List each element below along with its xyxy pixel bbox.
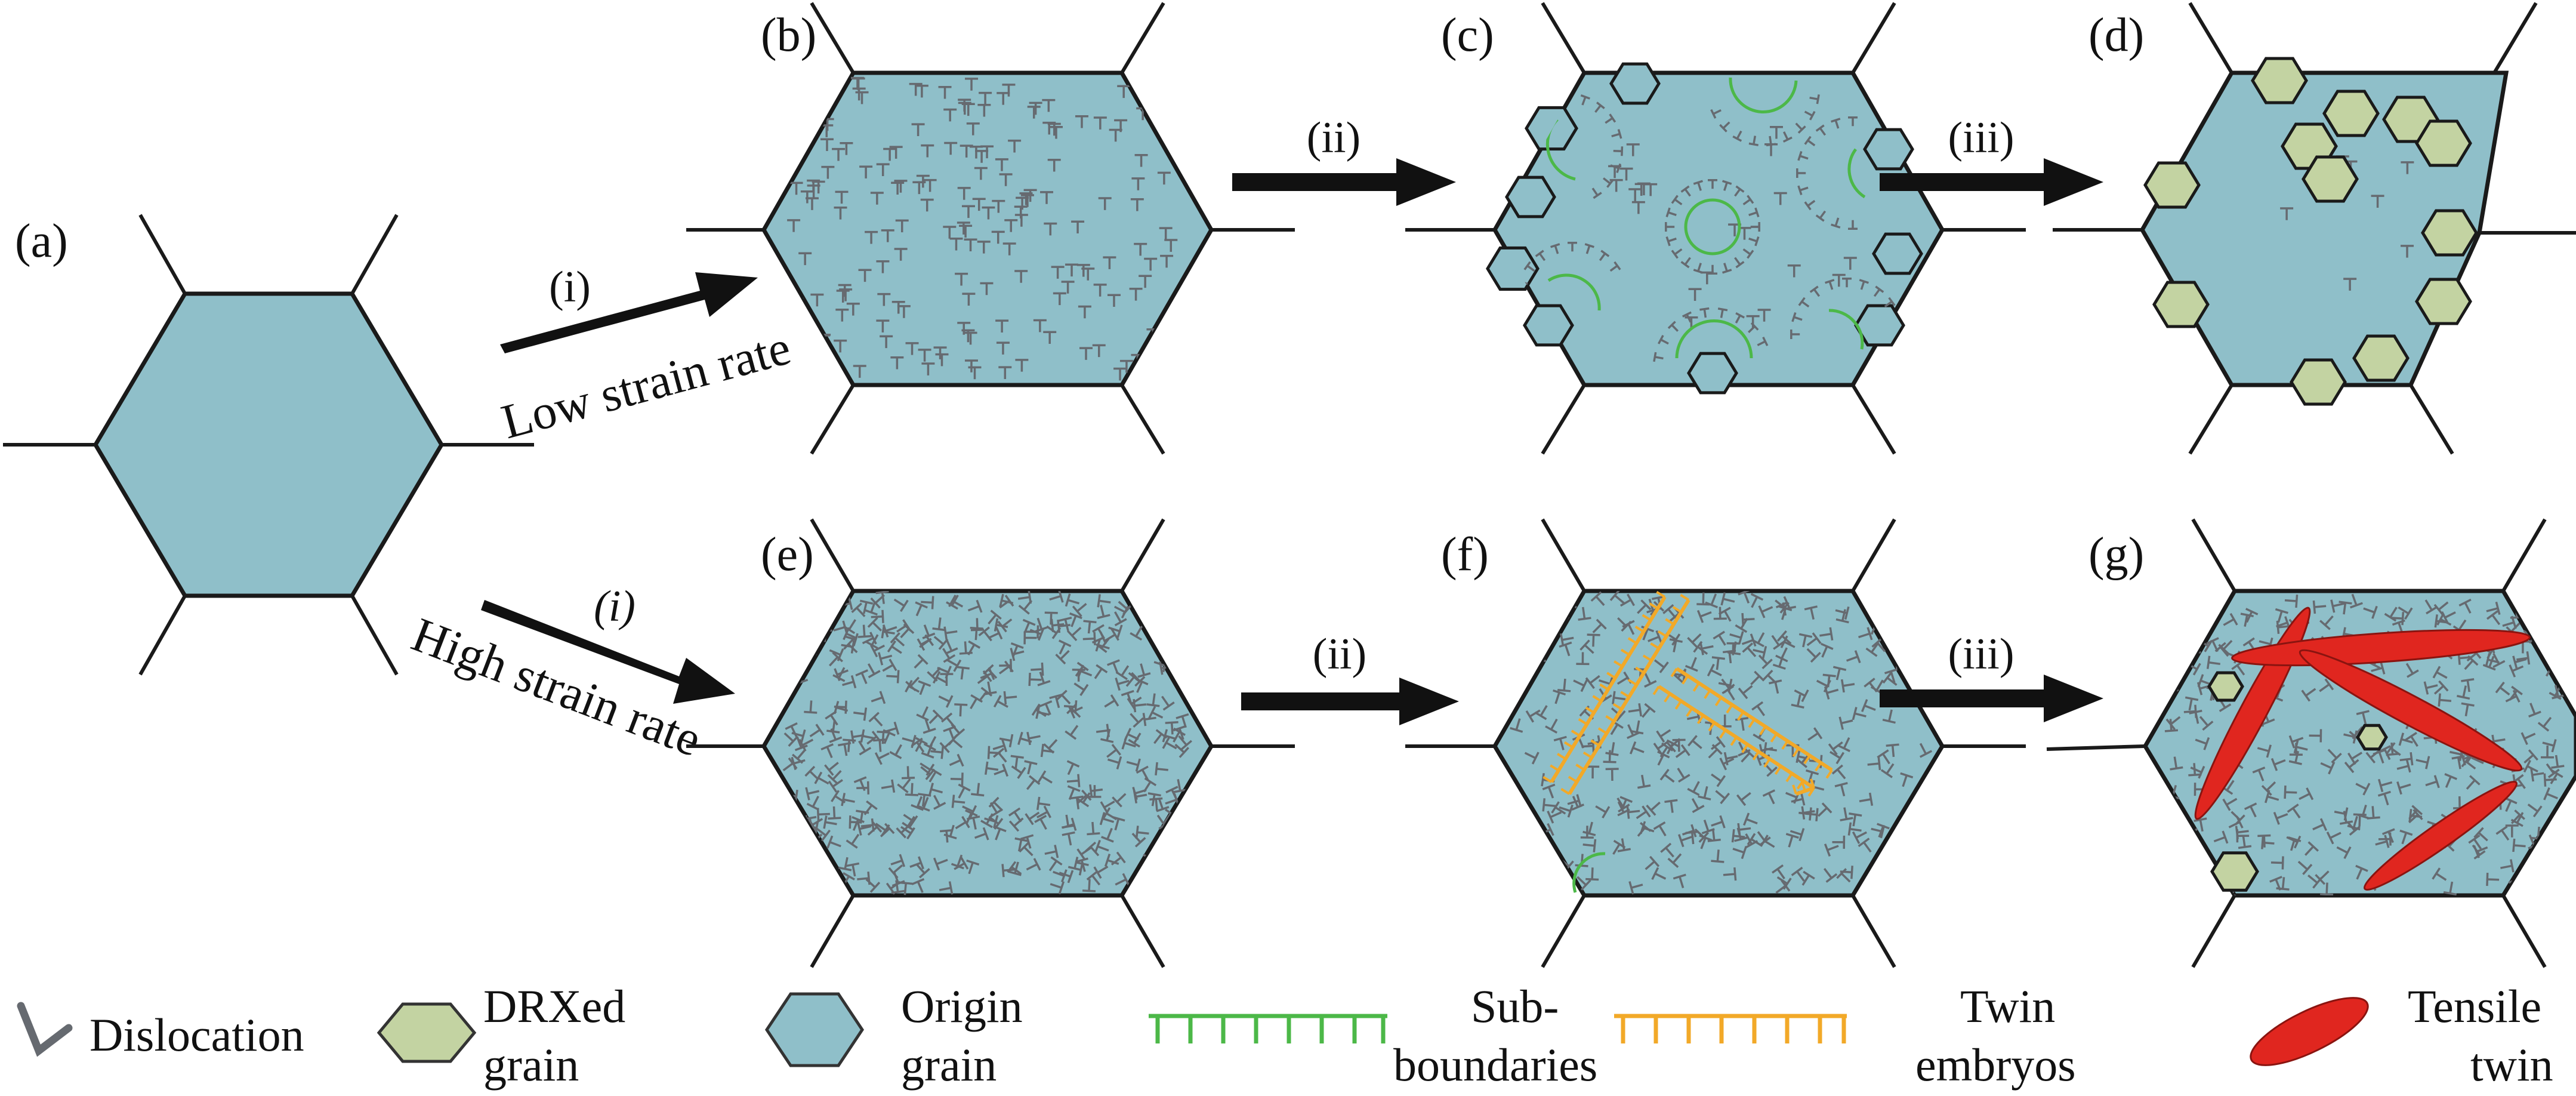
panel-c-boundary-drx-grains <box>1486 62 1923 395</box>
legend-origin-label-2: grain <box>901 1039 997 1091</box>
legend-twin-embryo-icon <box>1614 1014 1847 1043</box>
legend-drx-label-2: grain <box>483 1039 579 1091</box>
panel-f-subgrain-nucleus <box>1572 852 1606 893</box>
legend-subboundary-label-1: Sub- <box>1471 980 1559 1032</box>
panel-b-grain <box>686 2 1295 455</box>
panel-d-grain <box>2053 2 2576 455</box>
legend-dislocation-icon <box>17 1002 73 1057</box>
legend-twin-embryo-label-2: embryos <box>1915 1039 2076 1091</box>
arrow-iii-bottom <box>1880 675 2103 722</box>
panel-b-label: (b) <box>761 9 816 61</box>
panel-c-dislocations <box>1516 94 1896 362</box>
panel-c-label: (c) <box>1441 9 1494 61</box>
legend-origin-label-1: Origin <box>901 980 1023 1032</box>
legend-subboundary-label-2: boundaries <box>1393 1039 1597 1091</box>
arrow-low-rate <box>500 272 758 353</box>
panel-a-label: (a) <box>15 215 68 267</box>
panel-c-grain <box>1405 2 2026 455</box>
legend-tensile-twin-icon <box>2250 997 2369 1066</box>
step-ii-bottom: (ii) <box>1313 630 1366 679</box>
step-ii-top: (ii) <box>1307 113 1361 162</box>
arrow-iii-top <box>1880 158 2103 206</box>
legend-drx-grain-icon <box>377 1002 477 1063</box>
panel-f-label: (f) <box>1441 528 1489 581</box>
panel-e-label: (e) <box>761 528 814 581</box>
step-iii-top: (iii) <box>1948 113 2014 162</box>
legend-drx-label-1: DRXed <box>483 980 625 1032</box>
panel-e-grain <box>686 518 1295 968</box>
legend-tensile-twin-label-2: twin <box>2470 1039 2553 1091</box>
panel-d-drx-grains <box>2143 57 2478 406</box>
legend-tensile-twin-label-1: Tensile <box>2408 980 2541 1032</box>
legend-twin-embryo-label-1: Twin <box>1960 980 2055 1032</box>
panel-f-grain <box>1405 518 2026 968</box>
step-i-bottom: (i) <box>594 582 635 631</box>
legend-subboundary-icon <box>1149 1014 1387 1043</box>
step-i-top: (i) <box>549 263 591 312</box>
legend-dislocation-label: Dislocation <box>90 1009 304 1061</box>
legend-origin-grain-icon <box>764 992 865 1067</box>
panel-f-twin-embryos <box>1542 591 1833 797</box>
panel-g-drx-grains <box>2207 671 2388 892</box>
arrow-ii-top <box>1232 158 1456 206</box>
panel-d-label: (d) <box>2088 9 2144 61</box>
legend: Dislocation DRXed grain Origin grain Sub… <box>17 980 2553 1091</box>
panel-g-label: (g) <box>2088 528 2144 581</box>
panel-a-grain <box>3 214 534 676</box>
panel-g-grain <box>2046 518 2576 968</box>
panel-g-tensile-twins <box>2194 607 2531 891</box>
step-iii-bottom: (iii) <box>1948 630 2014 679</box>
arrow-high-rate <box>481 600 735 704</box>
arrow-ii-bottom <box>1241 678 1459 725</box>
